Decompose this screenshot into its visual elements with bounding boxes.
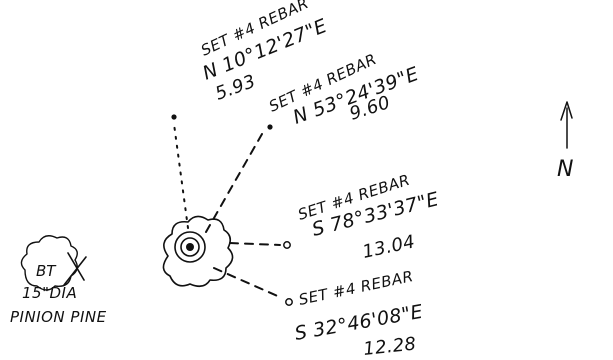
tree-size-label: 15"DIA (22, 284, 77, 302)
monument-outer-ring (174, 231, 206, 263)
monument-symbol (162, 215, 234, 288)
tie-3-distance: 13.04 (361, 231, 417, 263)
monument-middle-ring (180, 237, 200, 257)
rebar-point-1 (171, 114, 177, 120)
tree-species-label: PINION PINE (10, 308, 107, 326)
tie-line-3 (229, 241, 291, 249)
bearing-tree-symbol: BT (20, 235, 87, 291)
tree-abbr: BT (36, 262, 57, 280)
rebar-point-2 (267, 124, 273, 130)
tie-4-distance: 12.28 (362, 334, 417, 360)
tree-x-mark-b (63, 256, 87, 286)
tie-line-2 (205, 124, 273, 233)
tree-x-mark-a (67, 252, 85, 281)
tie-4-marker: SET #4 REBAR (297, 267, 415, 309)
rebar-point-3 (283, 241, 291, 249)
rebar-point-4 (285, 298, 293, 306)
north-arrow: N (557, 101, 573, 182)
north-arrow-head (560, 101, 573, 121)
tie-line-4 (213, 267, 293, 306)
monument-center-dot (186, 243, 194, 251)
north-label: N (557, 157, 573, 182)
tie-line-1 (171, 114, 189, 229)
